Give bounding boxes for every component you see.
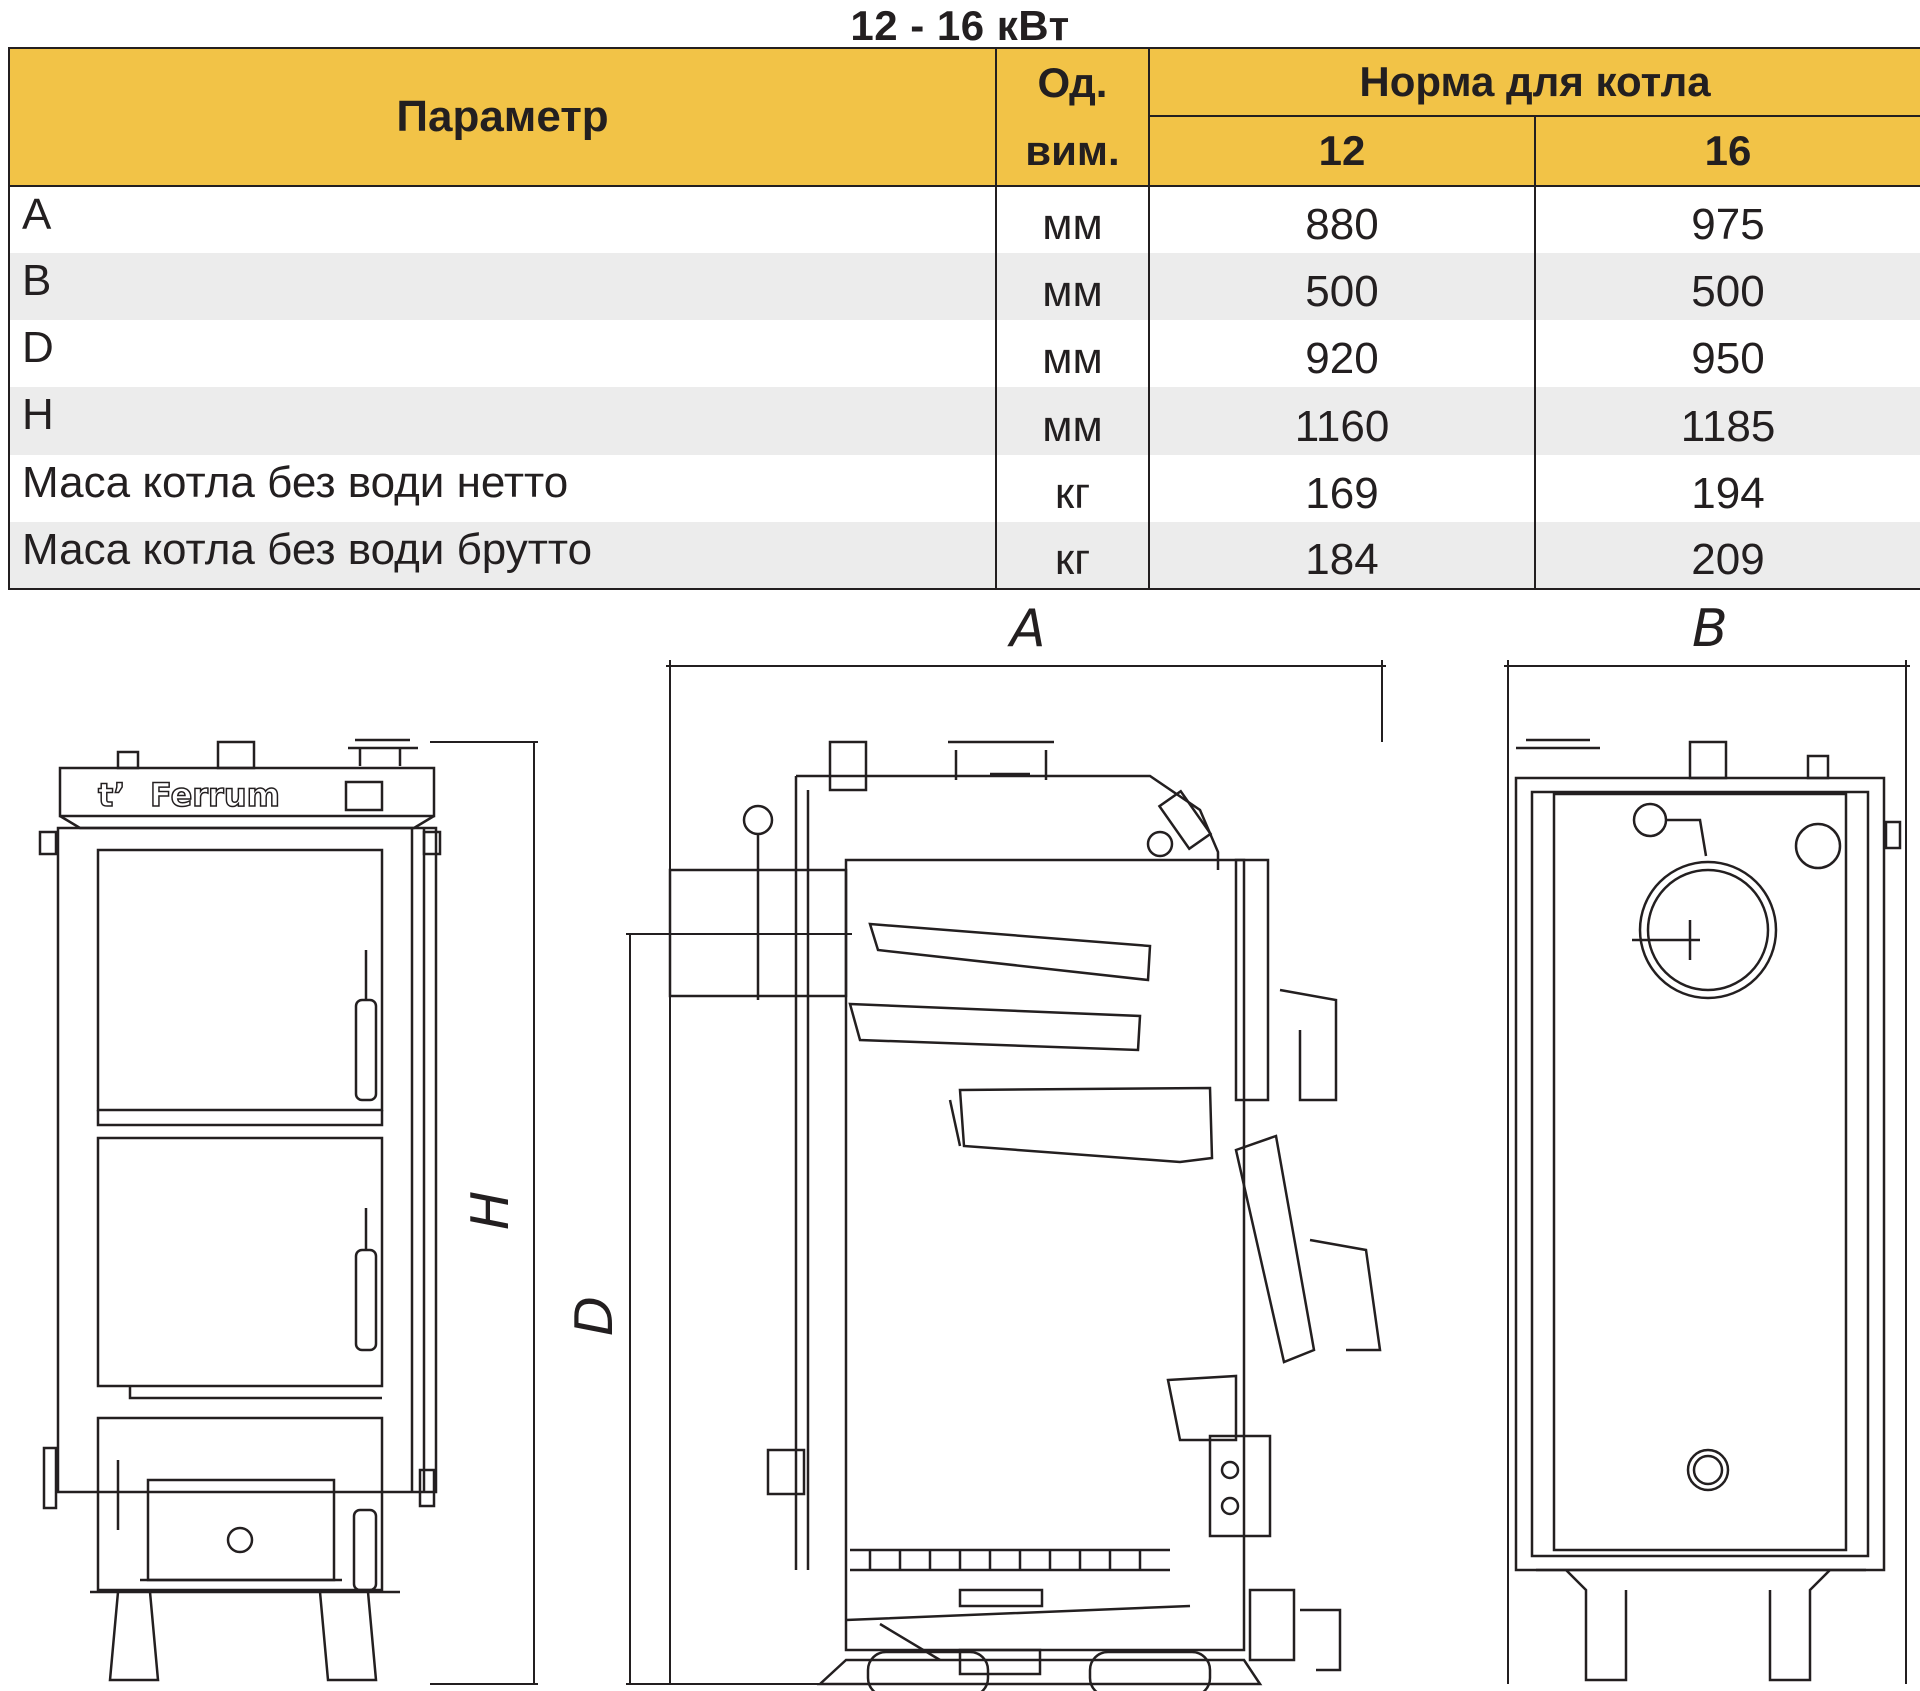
dim-label-A: A: [1007, 599, 1046, 659]
dim-label-D: D: [565, 1296, 625, 1336]
header-unit-line1: Од.: [1037, 59, 1108, 106]
header-model-16: 16: [1534, 114, 1920, 188]
row-unit: мм: [995, 320, 1150, 388]
table-row: D мм 920 950: [8, 320, 1920, 388]
row-value-16: 950: [1534, 320, 1920, 388]
row-unit: кг: [995, 521, 1150, 591]
technical-drawing: t’ Ferrum H A D: [38, 599, 1910, 1691]
row-param: Маса котла без води брутто: [8, 521, 997, 591]
table-row: H мм 1160 1185: [8, 387, 1920, 455]
row-unit: мм: [995, 253, 1150, 321]
table-row: B мм 500 500: [8, 253, 1920, 321]
spec-table: Параметр Од. вим. Норма для котла 12 16 …: [8, 47, 1920, 591]
table-row: Маса котла без води брутто кг 184 209: [8, 521, 1920, 591]
header-unit: Од. вим.: [995, 47, 1150, 187]
brand-name: Ferrum: [150, 776, 280, 814]
dim-label-H: H: [461, 1191, 521, 1230]
brand-logo: t’: [98, 776, 125, 814]
dim-label-B: B: [1692, 599, 1728, 659]
row-unit: кг: [995, 454, 1150, 522]
header-model-12: 12: [1148, 114, 1536, 188]
header-parameter: Параметр: [8, 47, 997, 187]
row-value-12: 500: [1148, 253, 1536, 321]
row-param: D: [8, 320, 997, 388]
row-param: B: [8, 253, 997, 321]
row-value-16: 500: [1534, 253, 1920, 321]
boiler-drawings: t’ Ferrum H A D: [0, 590, 1920, 1691]
page-title: 12 - 16 кВт: [850, 2, 1070, 49]
row-param: H: [8, 387, 997, 455]
table-row: Маса котла без води нетто кг 169 194: [8, 454, 1920, 522]
row-unit: мм: [995, 186, 1150, 254]
row-param: Маса котла без води нетто: [8, 454, 997, 522]
header-unit-line2: вим.: [1025, 127, 1120, 174]
row-value-12: 1160: [1148, 387, 1536, 455]
row-value-16: 209: [1534, 521, 1920, 591]
row-value-12: 184: [1148, 521, 1536, 591]
row-value-16: 1185: [1534, 387, 1920, 455]
row-param: A: [8, 186, 997, 254]
row-value-12: 920: [1148, 320, 1536, 388]
front-view: t’ Ferrum H: [38, 738, 538, 1685]
header-norm: Норма для котла: [1148, 47, 1920, 117]
back-view: B: [1504, 599, 1910, 1684]
row-unit: мм: [995, 387, 1150, 455]
table-row: A мм 880 975: [8, 186, 1920, 254]
side-view: A D: [565, 599, 1386, 1691]
row-value-12: 880: [1148, 186, 1536, 254]
row-value-12: 169: [1148, 454, 1536, 522]
row-value-16: 194: [1534, 454, 1920, 522]
row-value-16: 975: [1534, 186, 1920, 254]
